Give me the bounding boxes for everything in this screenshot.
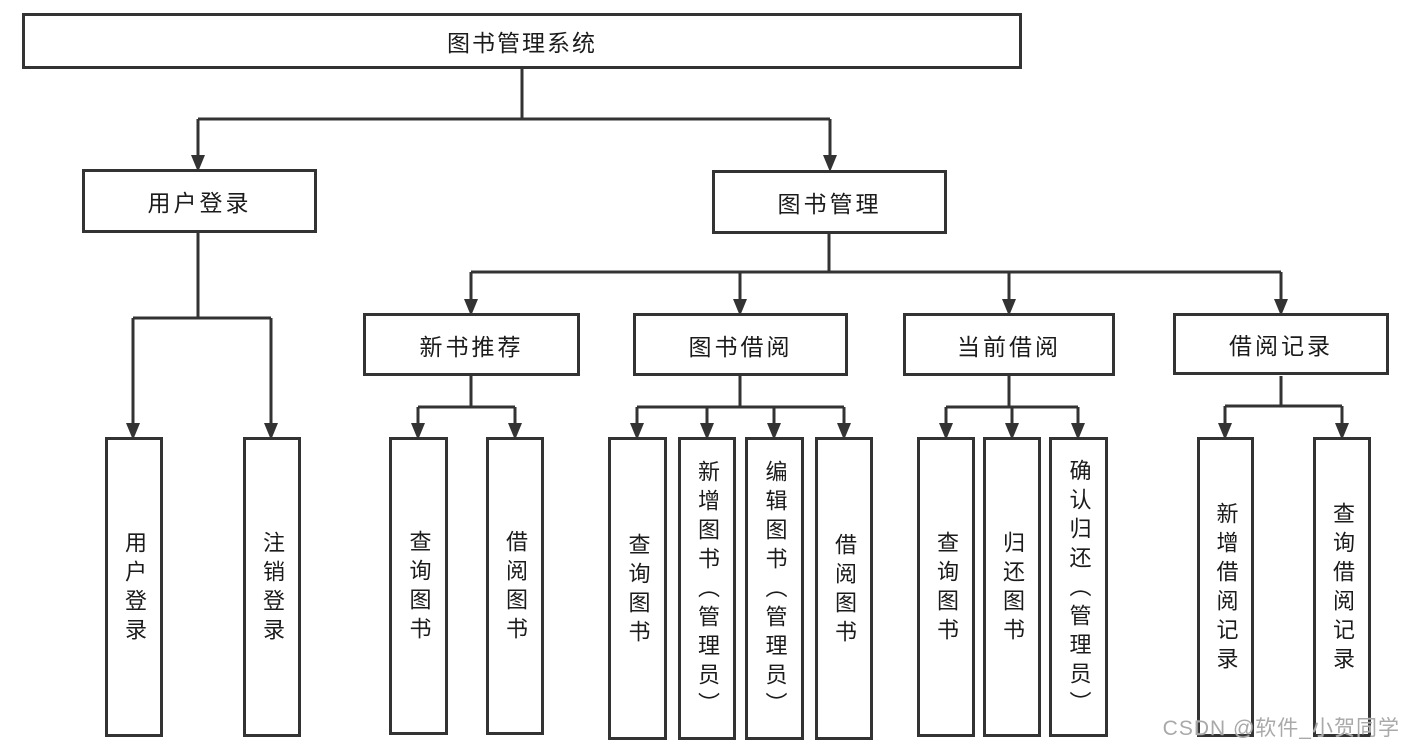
leaf-add-borrow-record: 新增借阅记录	[1197, 437, 1254, 737]
node-borrowing-records: 借阅记录	[1173, 313, 1389, 375]
node-user-login: 用户登录	[82, 169, 317, 233]
leaf-logout: 注销登录	[243, 437, 301, 737]
leaf-add-book-admin: 新增图书（管理员）	[678, 437, 736, 740]
leaf-return-books: 归还图书	[983, 437, 1041, 737]
csdn-watermark: CSDN @软件_小贺同学	[1162, 717, 1400, 740]
leaf-edit-book-admin: 编辑图书（管理员）	[745, 437, 804, 740]
leaf-confirm-return-admin: 确认归还（管理员）	[1049, 437, 1108, 737]
leaf-query-books-3: 查询图书	[917, 437, 975, 737]
node-book-management: 图书管理	[712, 170, 947, 234]
node-new-book-recommendation: 新书推荐	[363, 313, 580, 376]
leaf-query-borrow-record: 查询借阅记录	[1313, 437, 1371, 737]
node-library-management-system: 图书管理系统	[22, 13, 1022, 69]
node-book-borrowing: 图书借阅	[633, 313, 848, 376]
leaf-borrow-books-1: 借阅图书	[486, 437, 544, 735]
leaf-query-books-1: 查询图书	[389, 437, 448, 735]
node-current-borrowing: 当前借阅	[903, 313, 1115, 376]
leaf-user-login: 用户登录	[105, 437, 163, 737]
leaf-borrow-books-2: 借阅图书	[815, 437, 873, 740]
leaf-query-books-2: 查询图书	[608, 437, 667, 740]
